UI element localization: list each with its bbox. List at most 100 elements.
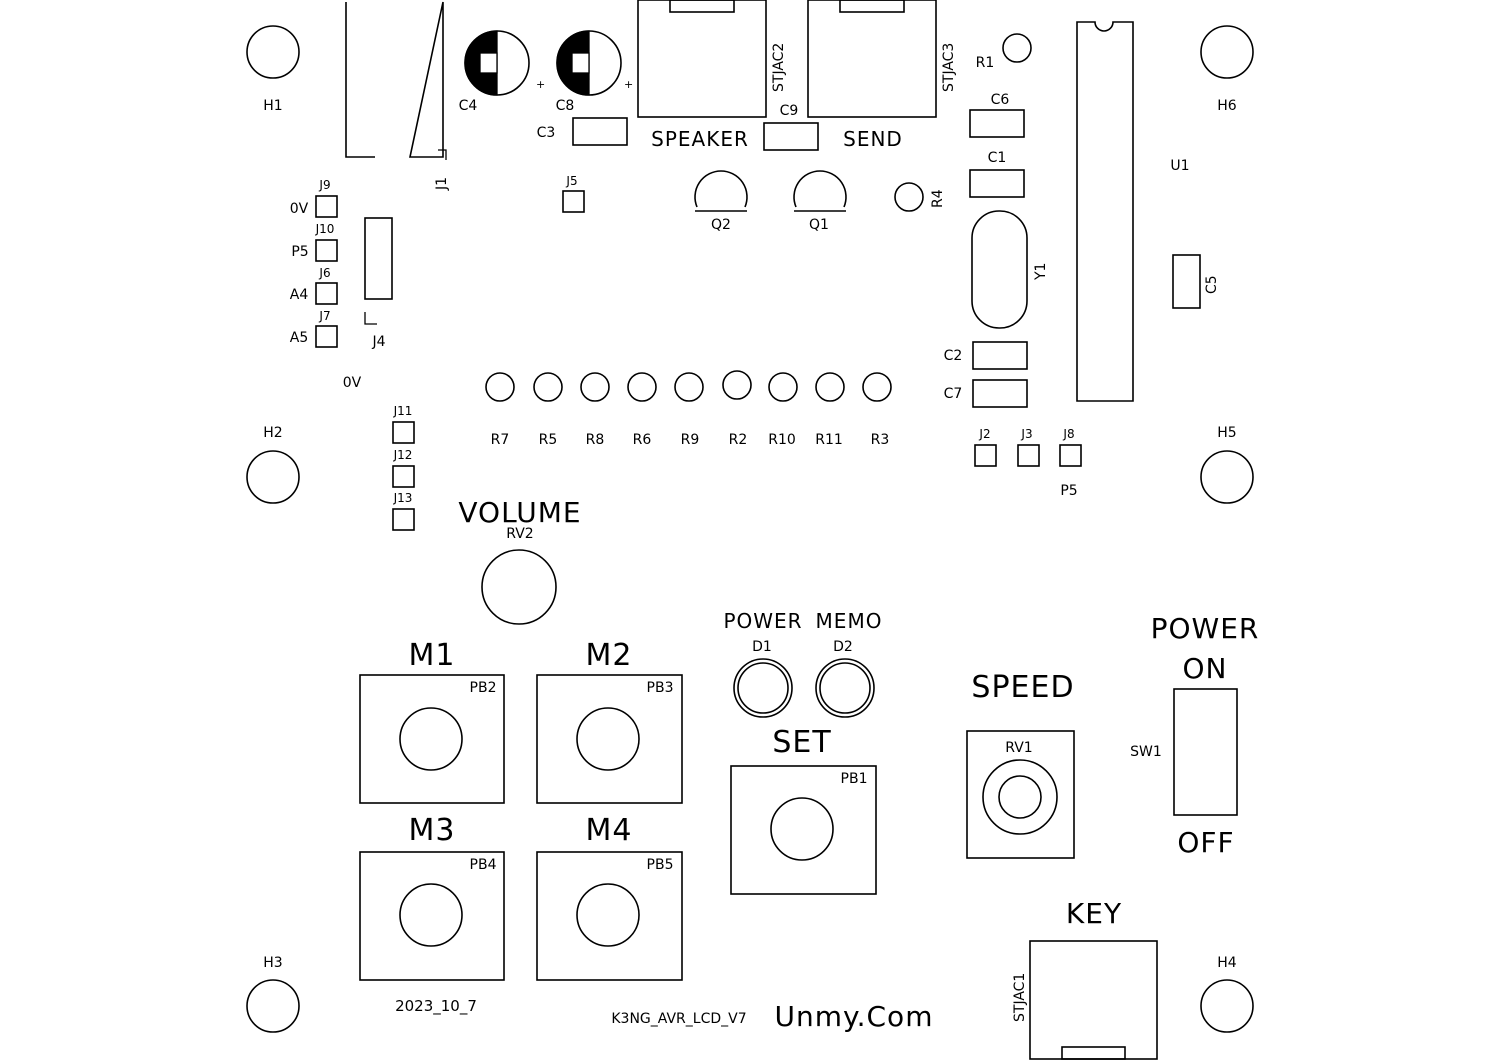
transistor-q1: Q1 xyxy=(793,170,847,233)
power-switch: POWER ON SW1 OFF xyxy=(1130,612,1258,859)
transistor-q2: Q2 xyxy=(694,170,748,233)
resistor-r4-label: R4 xyxy=(930,189,946,208)
pin-headers-left: J9 0V J10 P5 J6 A4 J7 A5 0V xyxy=(290,178,362,391)
pin-j6 xyxy=(315,282,338,305)
connector-j4: J4 xyxy=(364,217,393,350)
jack-send-ref: STJAC3 xyxy=(941,43,957,92)
resistor-r6-label: R6 xyxy=(633,432,652,448)
pin-j6-label: J6 xyxy=(318,266,330,280)
crystal-y1: Y1 xyxy=(971,210,1049,329)
resistor-r3 xyxy=(862,372,892,402)
pin-j7-net: A5 xyxy=(290,330,308,346)
capacitor-c3-label: C3 xyxy=(537,125,556,141)
mounting-hole-h6 xyxy=(1200,25,1254,79)
memory-button-m2: M2 PB3 xyxy=(536,638,683,804)
pin-right-net: P5 xyxy=(1060,483,1077,499)
jack-send: STJAC3 SEND xyxy=(807,0,957,151)
jack-speaker-ref: STJAC2 xyxy=(771,43,787,92)
capacitor-c9-label: C9 xyxy=(780,103,799,119)
ic-u1-label: U1 xyxy=(1170,158,1189,174)
resistor-r8 xyxy=(580,372,610,402)
footer-project: K3NG_AVR_LCD_V7 xyxy=(611,1011,746,1027)
mounting-hole-h5 xyxy=(1200,450,1254,504)
pin-j10-net: P5 xyxy=(291,244,308,260)
memory-button-m2-ref: PB3 xyxy=(647,680,674,696)
mounting-hole-h4-label: H4 xyxy=(1217,955,1237,971)
capacitor-c1: C1 xyxy=(969,150,1025,198)
capacitor-c6: C6 xyxy=(969,92,1025,138)
pin-j12-label: J12 xyxy=(393,448,413,462)
capacitor-c3: C3 xyxy=(537,117,628,146)
resistor-r4: R4 xyxy=(894,182,946,212)
mounting-hole-h1 xyxy=(246,25,300,79)
pin-j5: J5 xyxy=(562,174,585,213)
jack-key-label: KEY xyxy=(1066,897,1122,930)
memory-button-m3: M3 PB4 xyxy=(359,813,505,981)
volume-pot: VOLUME RV2 xyxy=(458,496,581,625)
transistor-q2-label: Q2 xyxy=(711,217,731,233)
resistor-row: R7 R5 R8 R6 R9 R2 R10 R11 R3 xyxy=(485,370,892,448)
set-button-label: SET xyxy=(772,725,831,760)
pin-j10-label: J10 xyxy=(315,222,335,236)
set-button: SET PB1 xyxy=(730,725,877,895)
footer-brand: Unmy.Com xyxy=(775,1000,934,1033)
memory-button-m1: M1 PB2 xyxy=(359,638,505,804)
connector-j4-label: J4 xyxy=(371,334,385,350)
pin-j6-net: A4 xyxy=(290,287,309,303)
capacitor-c2-label: C2 xyxy=(944,348,963,364)
resistor-r2-label: R2 xyxy=(729,432,748,448)
pin-j11-label: J11 xyxy=(393,404,413,418)
power-switch-label-line2: ON xyxy=(1183,652,1228,685)
capacitor-c8-polarity: + xyxy=(624,78,633,91)
power-switch-off-label: OFF xyxy=(1177,826,1234,859)
led-power: POWER D1 xyxy=(723,609,802,718)
resistor-r6 xyxy=(627,372,657,402)
memory-button-m3-label: M3 xyxy=(409,813,456,848)
mounting-hole-h6-label: H6 xyxy=(1217,98,1237,114)
mounting-hole-h5-label: H5 xyxy=(1217,425,1236,441)
pin-j13 xyxy=(392,508,415,531)
led-power-ref: D1 xyxy=(752,639,772,655)
footer: 2023_10_7 K3NG_AVR_LCD_V7 Unmy.Com xyxy=(395,997,934,1033)
mounting-hole-h2-label: H2 xyxy=(263,425,282,441)
crystal-y1-label: Y1 xyxy=(1033,263,1049,281)
pin-headers-lower: J11 J12 J13 xyxy=(392,404,415,531)
pin-j12 xyxy=(392,465,415,488)
memory-button-m3-ref: PB4 xyxy=(470,857,497,873)
volume-ref: RV2 xyxy=(506,526,533,542)
resistor-r5 xyxy=(533,372,563,402)
resistor-r11 xyxy=(815,372,845,402)
resistor-r7 xyxy=(485,372,515,402)
memory-button-m4: M4 PB5 xyxy=(536,813,683,981)
memory-button-m4-label: M4 xyxy=(586,813,633,848)
capacitor-c7: C7 xyxy=(944,379,1028,408)
resistor-r10 xyxy=(768,372,798,402)
pin-j7-label: J7 xyxy=(318,309,330,323)
set-button-ref: PB1 xyxy=(841,771,868,787)
led-memo-ref: D2 xyxy=(833,639,853,655)
capacitor-c4: + C4 xyxy=(459,30,545,114)
memory-button-m4-ref: PB5 xyxy=(647,857,674,873)
pin-j3 xyxy=(1017,444,1040,467)
resistor-r9 xyxy=(674,372,704,402)
resistor-r1-label: R1 xyxy=(976,55,995,71)
jack-send-label: SEND xyxy=(843,127,903,151)
pin-j3-label: J3 xyxy=(1020,427,1032,441)
pin-j11 xyxy=(392,421,415,444)
resistor-r8-label: R8 xyxy=(586,432,605,448)
capacitor-c5: C5 xyxy=(1172,254,1220,309)
jack-speaker: STJAC2 SPEAKER xyxy=(637,0,787,151)
mounting-hole-h3 xyxy=(246,979,300,1033)
memory-button-m1-ref: PB2 xyxy=(470,680,497,696)
zero-v-label: 0V xyxy=(343,375,362,391)
speed-ref: RV1 xyxy=(1005,740,1032,756)
pin-j2 xyxy=(974,444,997,467)
memory-button-m1-label: M1 xyxy=(409,638,456,673)
capacitor-c2: C2 xyxy=(944,341,1028,370)
pin-j9-label: J9 xyxy=(318,178,330,192)
pin-headers-right: J2 J3 J8 P5 xyxy=(974,427,1082,499)
resistor-r7-label: R7 xyxy=(491,432,510,448)
resistor-r2 xyxy=(722,370,752,400)
jack-key: KEY STJAC1 xyxy=(1012,897,1158,1060)
pin-j13-label: J13 xyxy=(393,491,413,505)
